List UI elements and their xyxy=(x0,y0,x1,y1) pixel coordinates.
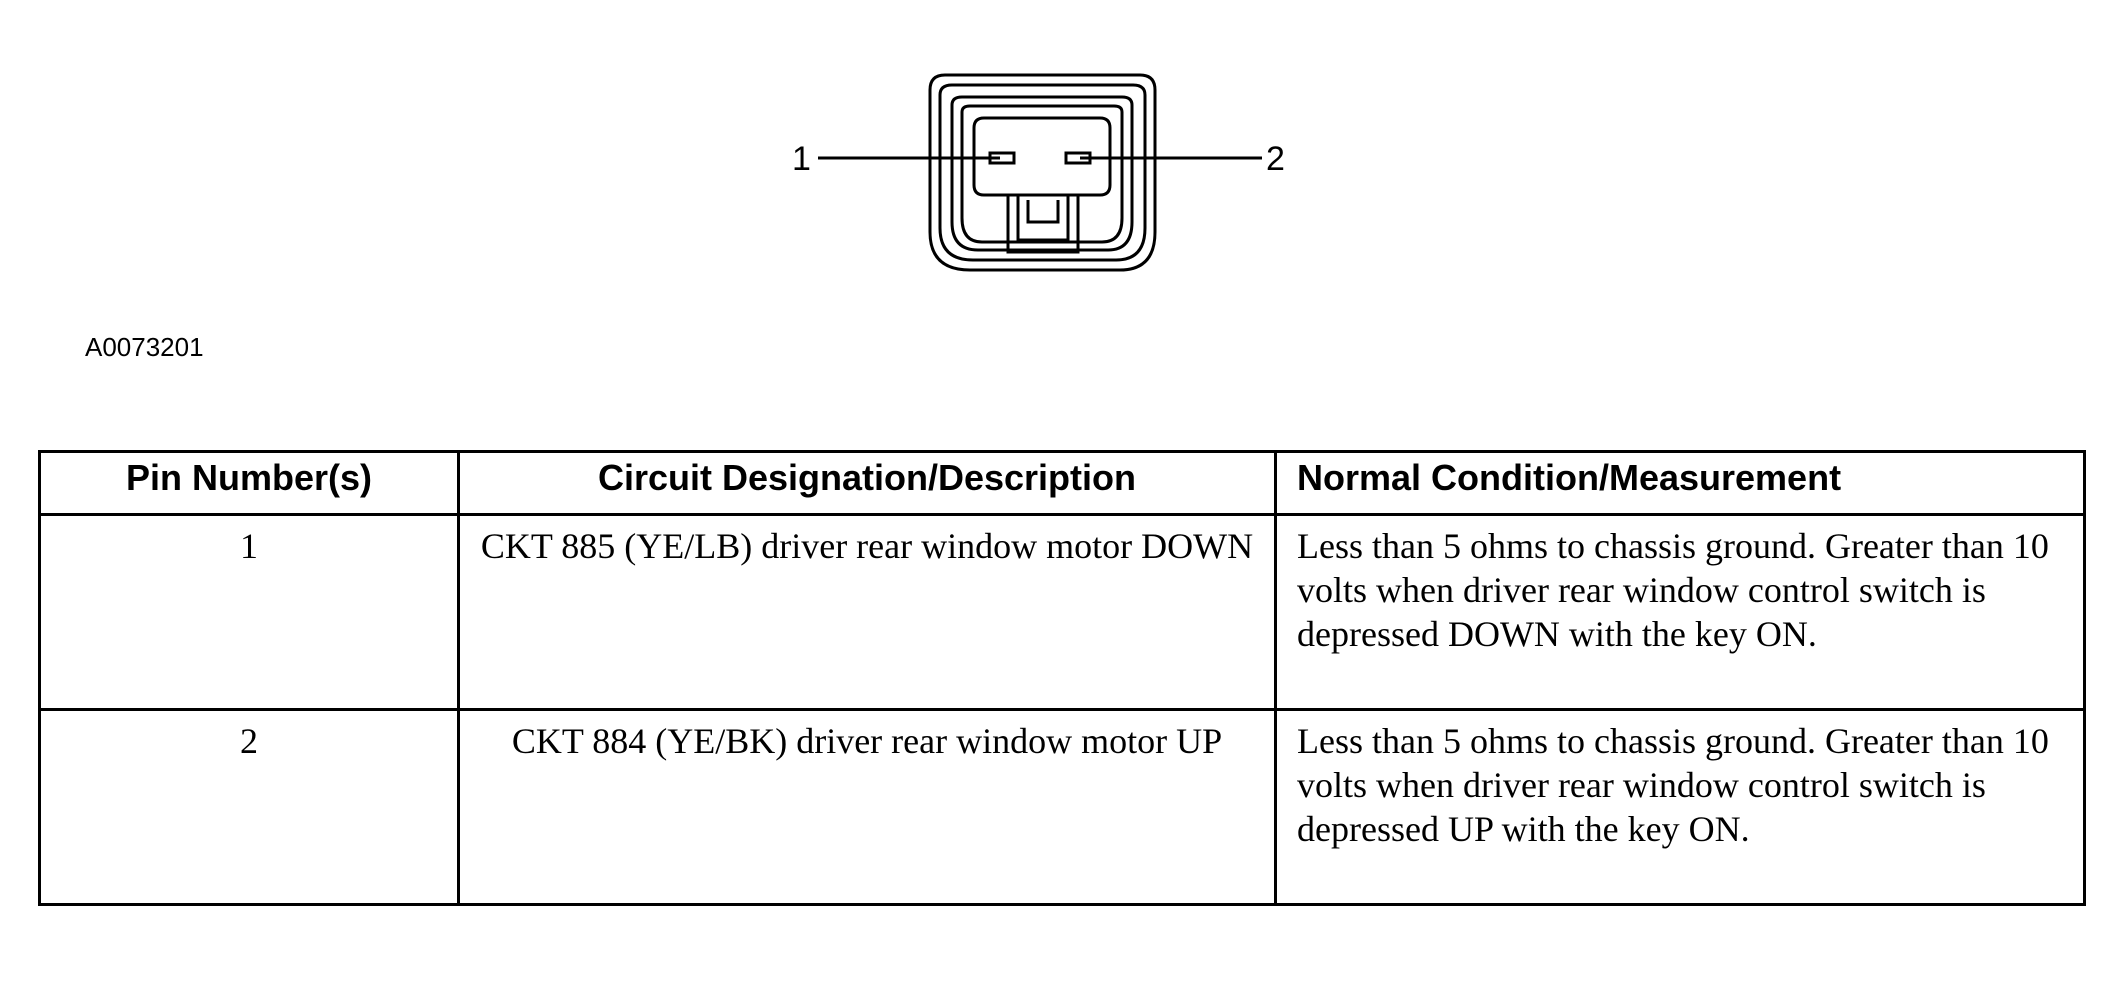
table-row: 1 CKT 885 (YE/LB) driver rear window mot… xyxy=(38,513,2086,711)
locking-tab xyxy=(1006,195,1080,254)
connector-housing-inner-outline xyxy=(960,104,1124,244)
cell-circuit: CKT 884 (YE/BK) driver rear window motor… xyxy=(457,708,1277,906)
figure-id: A0073201 xyxy=(85,332,204,362)
connector-housing-inner-outline xyxy=(950,95,1134,252)
cell-condition: Less than 5 ohms to chassis ground. Grea… xyxy=(1274,513,2086,711)
table-row: 2 CKT 884 (YE/BK) driver rear window mot… xyxy=(38,708,2086,906)
pin-label-1: 1 xyxy=(792,140,811,178)
connector-housing-outline xyxy=(928,73,1157,272)
header-pin-number: Pin Number(s) xyxy=(38,450,460,516)
cell-pin: 1 xyxy=(38,513,460,711)
pinout-table: Pin Number(s) Circuit Designation/Descri… xyxy=(38,450,2086,906)
cell-pin: 2 xyxy=(38,708,460,906)
header-condition: Normal Condition/Measurement xyxy=(1274,450,2086,516)
pin-label-2: 2 xyxy=(1266,140,1285,178)
cell-condition: Less than 5 ohms to chassis ground. Grea… xyxy=(1274,708,2086,906)
connector-cavity xyxy=(972,116,1112,197)
table-header-row: Pin Number(s) Circuit Designation/Descri… xyxy=(38,450,2086,516)
locking-tab xyxy=(1026,200,1060,224)
connector-housing-outline xyxy=(938,83,1147,262)
cell-circuit: CKT 885 (YE/LB) driver rear window motor… xyxy=(457,513,1277,711)
header-circuit: Circuit Designation/Description xyxy=(457,450,1277,516)
locking-tab xyxy=(1016,195,1070,242)
